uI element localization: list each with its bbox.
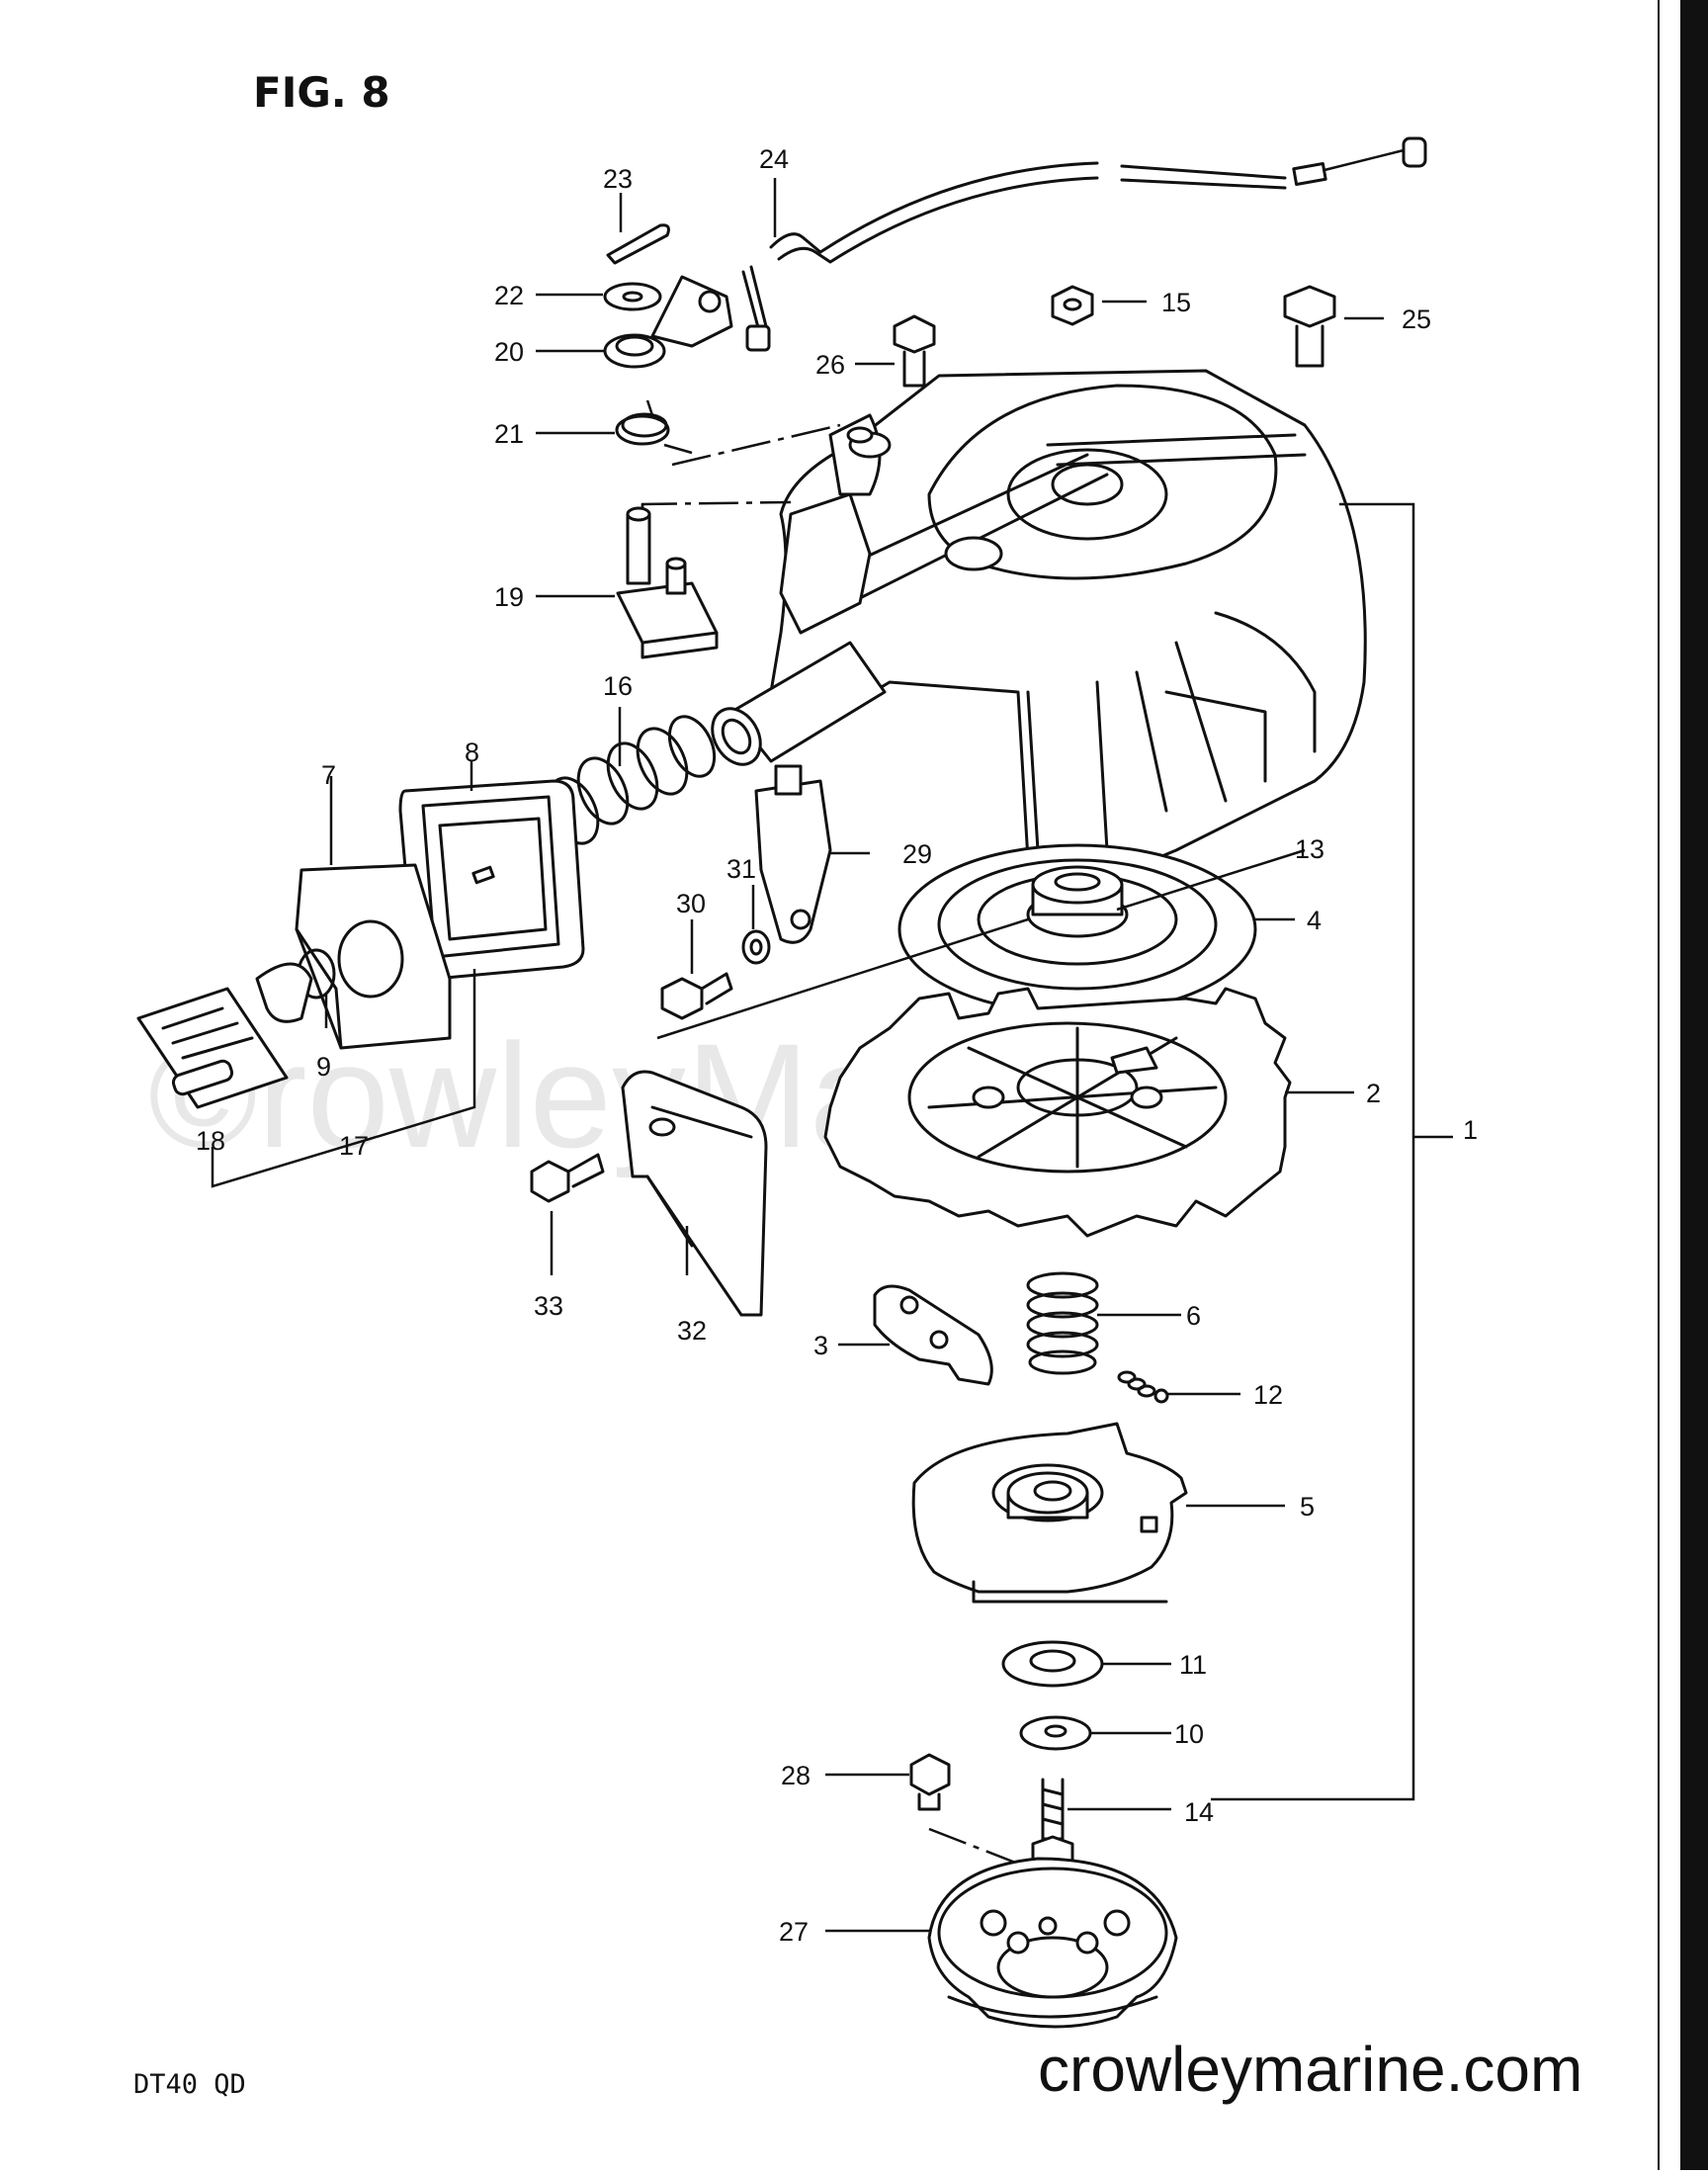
callout-29: 29 xyxy=(902,839,932,869)
callout-3: 3 xyxy=(813,1331,828,1360)
callout-21: 21 xyxy=(494,419,524,449)
callout-7: 7 xyxy=(321,760,336,790)
callout-31: 31 xyxy=(726,854,756,884)
callout-14: 14 xyxy=(1184,1797,1214,1827)
callout-8: 8 xyxy=(465,738,479,767)
page-edge xyxy=(1680,0,1708,2170)
part-19-pin-bracket xyxy=(616,506,719,659)
part-28-bolt xyxy=(909,1753,951,1811)
callout-18: 18 xyxy=(196,1126,225,1156)
part-4-reel xyxy=(897,843,1257,1015)
callout-26: 26 xyxy=(815,350,845,380)
part-8-boot xyxy=(398,779,585,981)
callout-6: 6 xyxy=(1186,1301,1201,1331)
callout-33: 33 xyxy=(534,1291,563,1321)
part-25-bolt xyxy=(1283,285,1336,368)
callout-5: 5 xyxy=(1300,1492,1315,1522)
callout-11: 11 xyxy=(1179,1650,1207,1680)
callout-25: 25 xyxy=(1402,304,1431,334)
callout-17: 17 xyxy=(339,1131,369,1161)
site-name: crowleymarine.com xyxy=(1038,2034,1582,2105)
part-7-plate xyxy=(295,863,452,1050)
part-15-nut xyxy=(1051,285,1094,326)
part-1-bracket-line xyxy=(1211,502,1415,1801)
part-31-washer xyxy=(741,929,771,965)
part-17-bracket-line xyxy=(211,969,476,1188)
callout-2: 2 xyxy=(1366,1079,1381,1108)
figure-title: FIG. 8 xyxy=(253,68,390,117)
callout-19: 19 xyxy=(494,582,524,612)
leader-lines xyxy=(324,178,1384,1933)
part-12-spring xyxy=(1117,1370,1169,1404)
part-27-cup xyxy=(927,1857,1178,2029)
part-33-bolt xyxy=(530,1153,605,1203)
part-26-bolt xyxy=(893,314,936,388)
callout-16: 16 xyxy=(603,671,633,701)
part-18-handle xyxy=(136,962,313,1109)
model-code: DT40 QD xyxy=(133,2069,246,2100)
callout-24: 24 xyxy=(759,144,789,174)
part-6-spring xyxy=(1026,1271,1099,1375)
part-3-pawl xyxy=(873,1284,993,1386)
callout-4: 4 xyxy=(1307,906,1322,935)
part-5-guide-plate xyxy=(911,1422,1188,1604)
callout-28: 28 xyxy=(781,1761,811,1790)
part-29-lever xyxy=(754,764,832,944)
callout-20: 20 xyxy=(494,337,524,367)
part-23-cotter-pin xyxy=(606,223,670,265)
part-30-bolt xyxy=(660,972,733,1020)
part-21-spring xyxy=(615,399,693,455)
callout-10: 10 xyxy=(1174,1719,1204,1749)
callout-12: 12 xyxy=(1253,1380,1283,1410)
callout-15: 15 xyxy=(1161,288,1191,317)
part-20-bracket xyxy=(603,275,733,369)
callout-22: 22 xyxy=(494,281,524,310)
part-32-cover xyxy=(621,1070,768,1317)
part-number-labels: 1 2 3 4 5 6 7 8 9 10 11 12 13 14 15 16 1… xyxy=(196,144,1478,1947)
part-10-washer xyxy=(1019,1715,1092,1751)
part-24-cable xyxy=(741,136,1427,352)
callout-23: 23 xyxy=(603,164,633,194)
callout-13: 13 xyxy=(1295,834,1324,864)
part-2-drive-plate xyxy=(823,987,1292,1238)
callout-30: 30 xyxy=(676,889,706,918)
callout-32: 32 xyxy=(677,1316,707,1346)
part-1-housing xyxy=(711,369,1367,892)
callout-27: 27 xyxy=(779,1917,809,1947)
callout-1: 1 xyxy=(1463,1115,1478,1145)
callout-9: 9 xyxy=(316,1052,331,1082)
